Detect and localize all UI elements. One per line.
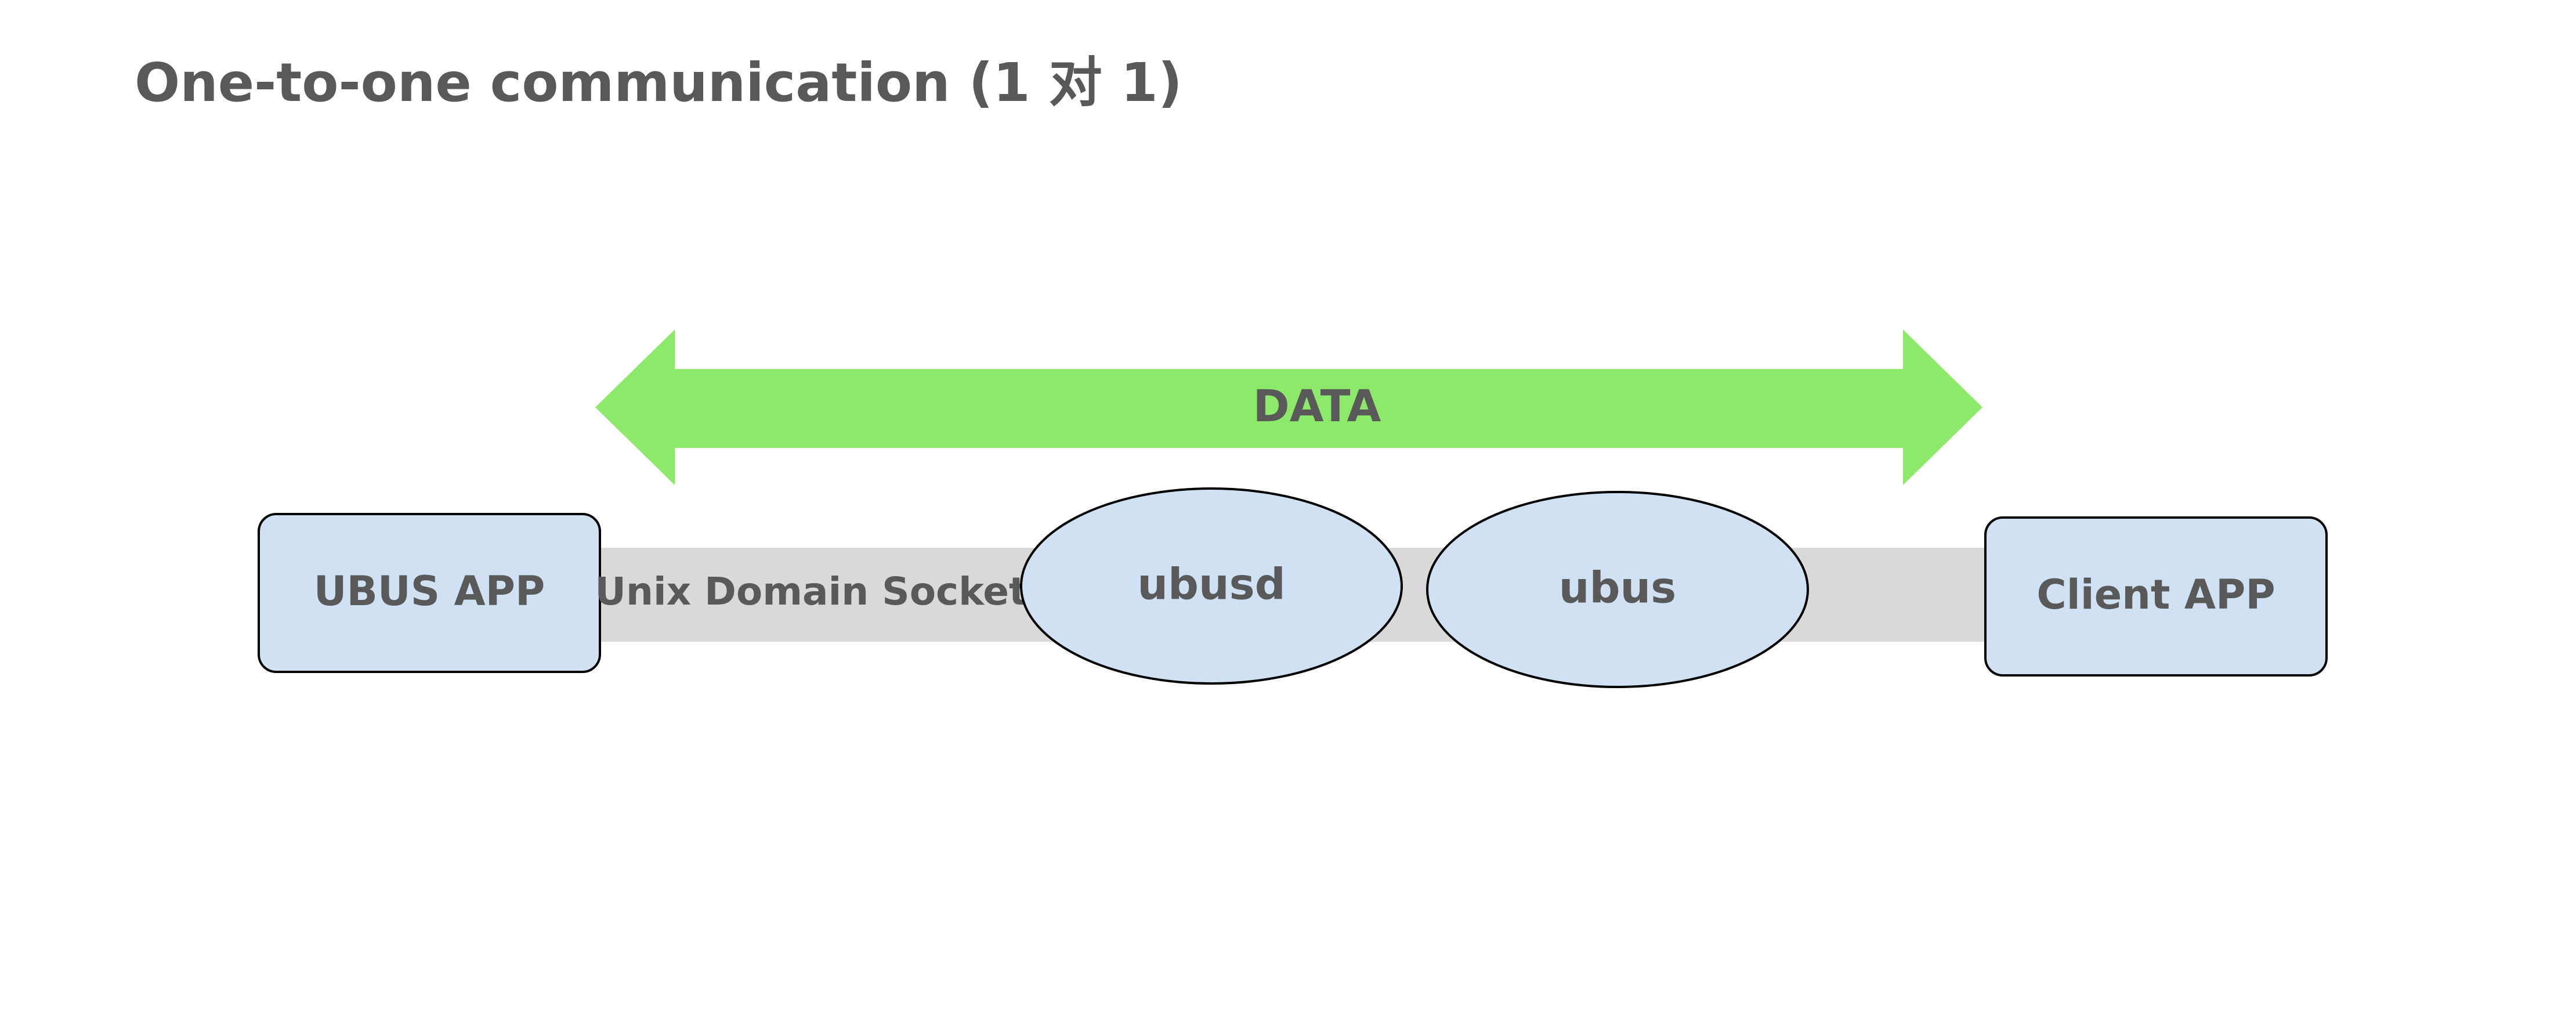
ubusd-label: ubusd xyxy=(1137,560,1285,610)
client-app-label: Client APP xyxy=(2036,571,2275,618)
ubusd-node xyxy=(1020,487,1403,685)
data-double-arrow xyxy=(595,330,1982,485)
ubus-app-box xyxy=(258,513,601,673)
ubus-app-label: UBUS APP xyxy=(314,567,545,615)
socket-label: Unix Domain Socket xyxy=(595,569,1027,614)
data-arrow-label: DATA xyxy=(1253,380,1381,432)
ubus-node xyxy=(1426,491,1809,688)
page-title: One-to-one communication (1 对 1) xyxy=(135,52,1182,114)
client-app-box xyxy=(1984,516,2328,677)
ubus-label: ubus xyxy=(1559,563,1676,613)
